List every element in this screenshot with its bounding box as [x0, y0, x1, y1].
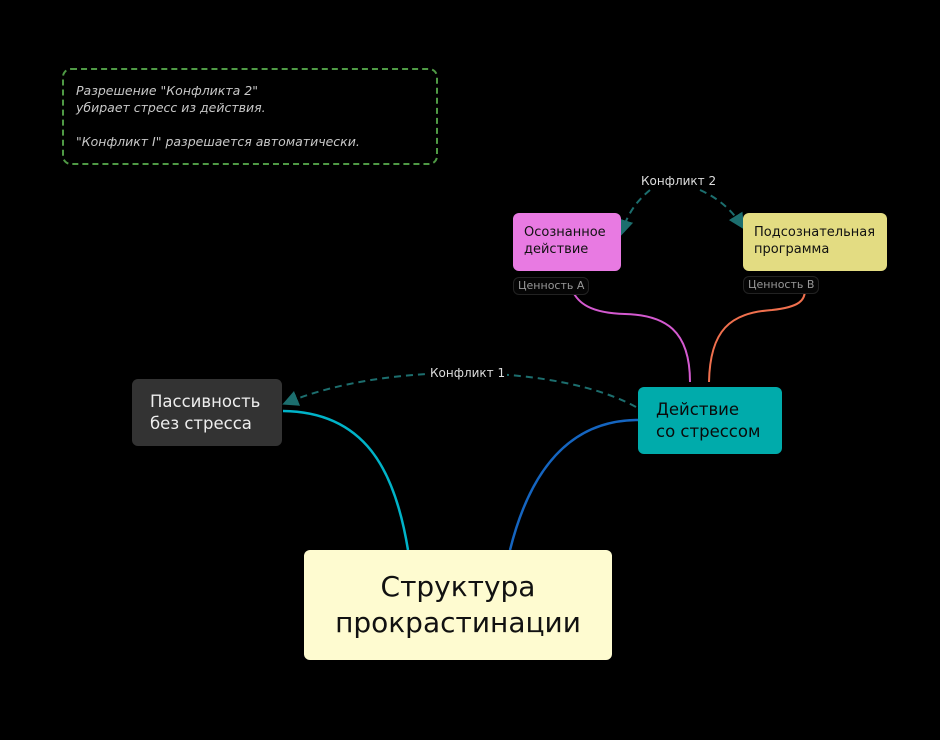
- node-text: прокрастинации: [335, 606, 581, 639]
- conflict2-arrow-right: [699, 189, 745, 230]
- tag-value-b[interactable]: Ценность B: [743, 276, 820, 294]
- edge-stress-subconscious: [708, 289, 806, 383]
- conflict2-label: Конфликт 2: [639, 174, 719, 188]
- conflict2-arrow-left: [617, 189, 651, 236]
- node-text: Структура: [380, 569, 536, 603]
- note-line: Разрешение "Конфликта 2": [76, 83, 258, 98]
- annotation-note[interactable]: Разрешение "Конфликта 2" убирает стресс …: [62, 68, 438, 165]
- node-text: действие: [524, 242, 589, 257]
- node-text: Подсознательная: [754, 225, 876, 241]
- node-text: программа: [754, 242, 830, 257]
- node-text: без стресса: [150, 413, 252, 433]
- edge-root-stress: [508, 418, 639, 551]
- node-text: Осознанное: [524, 225, 606, 241]
- node-text: Пассивность: [150, 392, 261, 412]
- conflict1-label: Конфликт 1: [428, 366, 508, 380]
- note-line: "Конфликт I" разрешается автоматически.: [76, 134, 360, 149]
- note-line: убирает стресс из действия.: [76, 100, 266, 115]
- edge-stress-aware: [571, 289, 691, 383]
- node-text: Действие: [656, 400, 740, 420]
- tag-value-a[interactable]: Ценность A: [513, 277, 590, 295]
- edge-root-passivity: [282, 409, 410, 551]
- node-text: со стрессом: [656, 421, 761, 441]
